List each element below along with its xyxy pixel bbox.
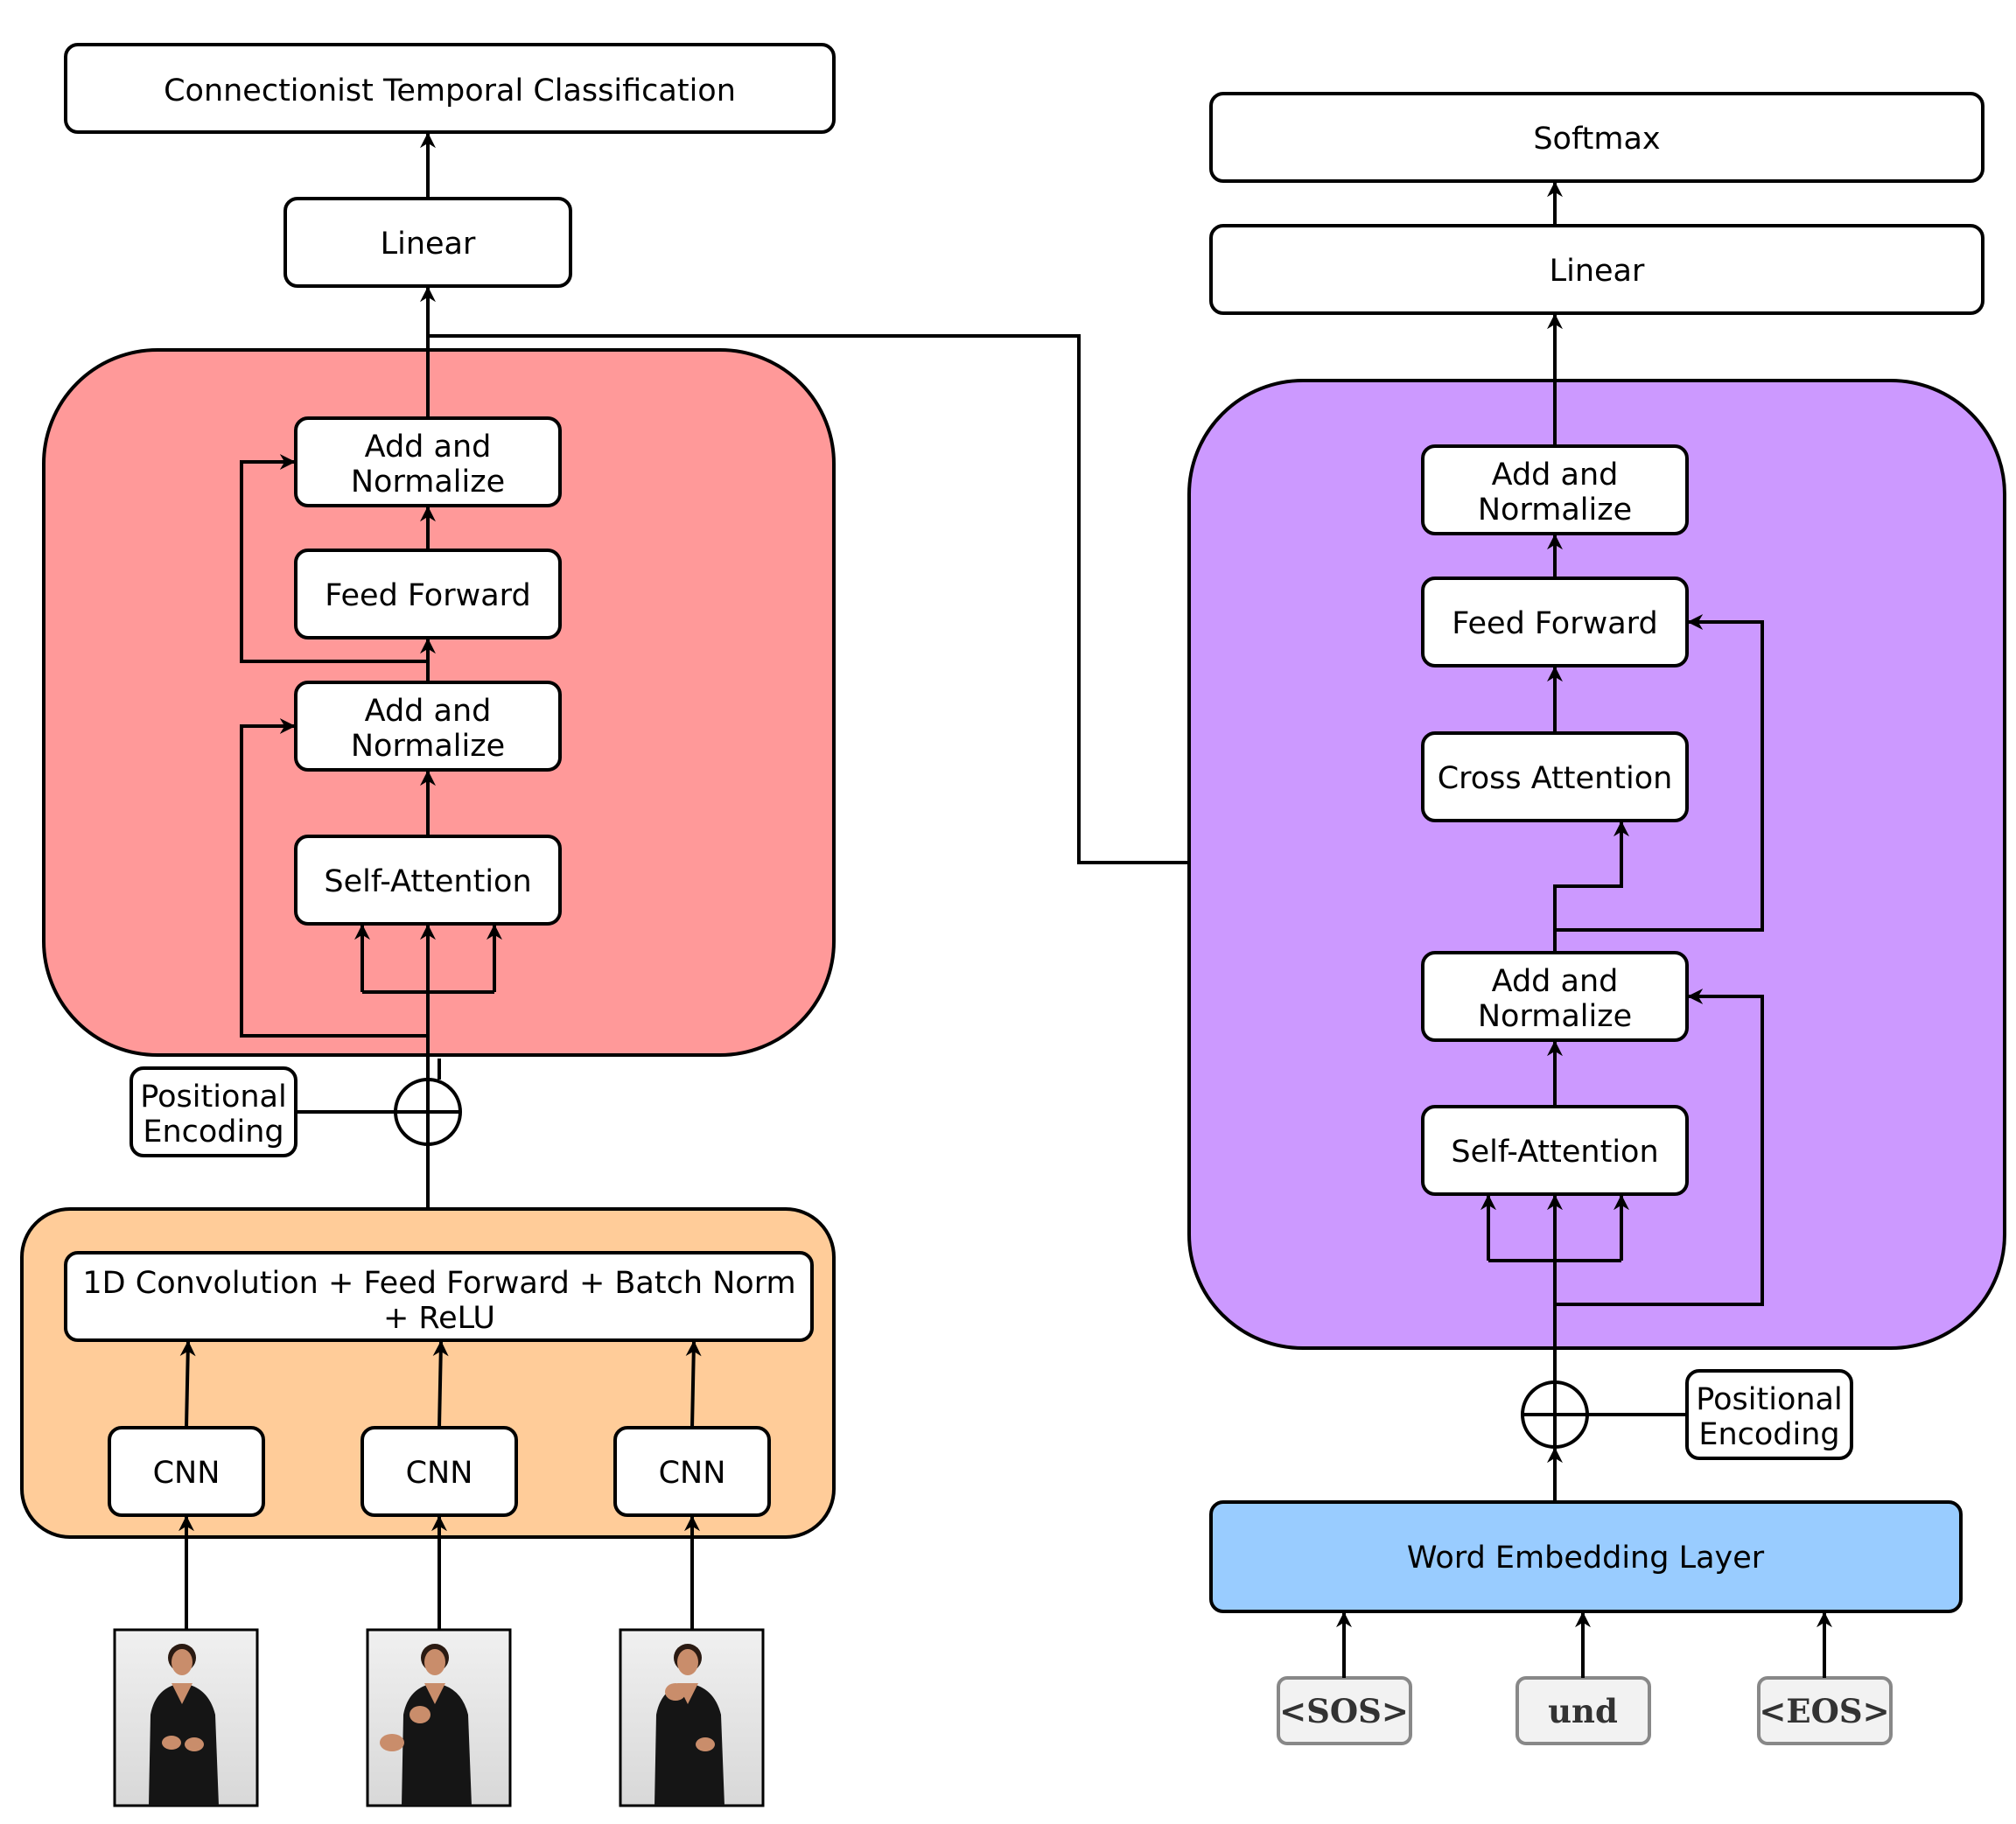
- encoder-self-attention-box: Self-Attention: [294, 835, 562, 926]
- svg-text:Softmax: Softmax: [1533, 122, 1660, 157]
- cnn-box-2: CNN: [360, 1426, 518, 1517]
- svg-text:Add and: Add and: [365, 694, 492, 729]
- svg-text:+ ReLU: + ReLU: [383, 1301, 495, 1336]
- svg-text:CNN: CNN: [153, 1456, 220, 1491]
- encoder-add-norm-bottom-box: Add and Normalize: [294, 681, 562, 772]
- cnn-box-3: CNN: [613, 1426, 771, 1517]
- signer-frame-3: [619, 1628, 765, 1807]
- decoder-feed-forward-box: Feed Forward: [1421, 577, 1689, 667]
- encoder-add-circle: [394, 1078, 462, 1146]
- token-sos: <SOS>: [1277, 1676, 1412, 1745]
- cnn-box-1: CNN: [108, 1426, 265, 1517]
- svg-text:Add and: Add and: [1492, 964, 1619, 999]
- decoder-connectors: [1336, 181, 1832, 1678]
- svg-text:Add and: Add and: [365, 430, 492, 465]
- decoder-positional-encoding-box: Positional Encoding: [1685, 1369, 1853, 1460]
- ctc-label: Connectionist Temporal Classification: [164, 73, 736, 108]
- svg-text:1D Convolution + Feed Forward: 1D Convolution + Feed Forward + Batch No…: [82, 1266, 795, 1301]
- svg-text:Normalize: Normalize: [1478, 999, 1632, 1034]
- softmax-box: Softmax: [1209, 92, 1984, 183]
- signer-frame-1: [113, 1628, 259, 1807]
- svg-text:Feed Forward: Feed Forward: [1452, 606, 1657, 641]
- encoder-linear-box: Linear: [284, 197, 572, 288]
- decoder-add-norm-bottom-box: Add and Normalize: [1421, 951, 1689, 1042]
- decoder-linear-box: Linear: [1209, 224, 1984, 315]
- encoder-feed-forward-box: Feed Forward: [294, 549, 562, 639]
- svg-text:<SOS>: <SOS>: [1279, 1692, 1409, 1730]
- encoder-add-norm-top-box: Add and Normalize: [294, 416, 562, 507]
- decoder-block: [1187, 379, 2006, 1350]
- encoder-positional-encoding-box: Positional Encoding: [130, 1066, 298, 1157]
- signer-frame-2: [366, 1628, 512, 1807]
- svg-text:Positional: Positional: [1696, 1382, 1842, 1417]
- svg-text:und: und: [1548, 1692, 1618, 1730]
- cross-attention-box: Cross Attention: [1421, 731, 1689, 822]
- svg-text:CNN: CNN: [659, 1456, 726, 1491]
- svg-text:Linear: Linear: [1550, 254, 1645, 289]
- svg-text:Self-Attention: Self-Attention: [324, 864, 531, 899]
- decoder-add-norm-top-box: Add and Normalize: [1421, 444, 1689, 535]
- svg-text:Add and: Add and: [1492, 458, 1619, 493]
- svg-text:<EOS>: <EOS>: [1759, 1692, 1889, 1730]
- svg-text:Normalize: Normalize: [1478, 493, 1632, 528]
- svg-text:Normalize: Normalize: [351, 729, 505, 764]
- ctc-box: Connectionist Temporal Classification: [64, 43, 836, 134]
- word-embedding-box: Word Embedding Layer: [1209, 1500, 1963, 1613]
- svg-text:Encoding: Encoding: [143, 1115, 284, 1150]
- svg-text:Cross Attention: Cross Attention: [1438, 761, 1673, 796]
- svg-text:Word Embedding Layer: Word Embedding Layer: [1407, 1541, 1765, 1576]
- svg-text:Self-Attention: Self-Attention: [1451, 1135, 1658, 1170]
- svg-text:Encoding: Encoding: [1698, 1417, 1839, 1452]
- conv-block-box: 1D Convolution + Feed Forward + Batch No…: [64, 1251, 814, 1342]
- encoder-linear-label: Linear: [381, 227, 476, 262]
- token-eos: <EOS>: [1757, 1676, 1893, 1745]
- svg-text:Normalize: Normalize: [351, 465, 505, 500]
- svg-text:Feed Forward: Feed Forward: [325, 578, 530, 613]
- token-und: und: [1516, 1676, 1651, 1745]
- svg-text:CNN: CNN: [406, 1456, 473, 1491]
- decoder-self-attention-box: Self-Attention: [1421, 1105, 1689, 1196]
- decoder-add-circle: [1521, 1380, 1589, 1449]
- svg-text:Positional: Positional: [140, 1080, 286, 1115]
